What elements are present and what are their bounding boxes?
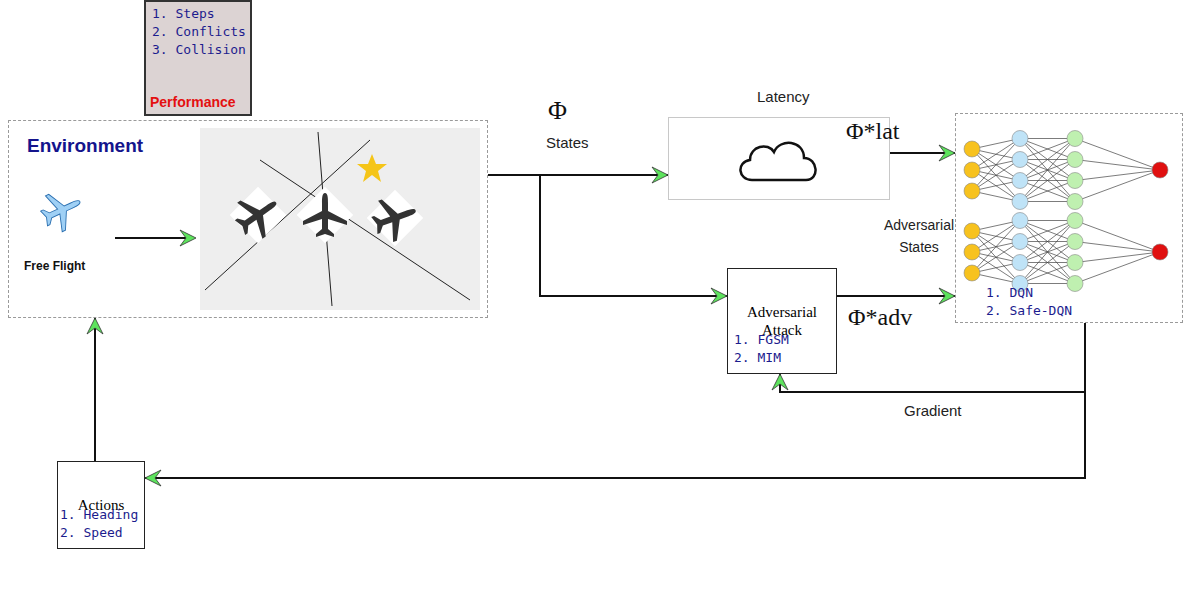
airspace-lines [205,132,470,306]
arrowhead [87,318,103,334]
node-text: 2. Speed [60,524,123,542]
aircraft [227,184,423,246]
arrowhead [939,145,955,161]
neural-networks [964,131,1168,292]
attack-box: Adversarial Attack1. FGSM2. MIM [727,268,837,374]
scene-ground [200,128,480,310]
connector [837,295,955,297]
arrowhead [652,167,668,183]
network-panel: 1. DQN2. Safe-DQN [955,113,1183,323]
node-title: Environment [27,135,143,157]
performance-box: 1. Steps2. Conflicts3. CollisionPerforma… [144,0,252,116]
free-flight-plane [36,184,89,237]
arrowhead [711,288,727,304]
node-title: 1. Steps [152,5,244,23]
edge-label: Gradient [902,402,964,419]
arrowhead [939,288,955,304]
edge-label: Φ*adv [848,304,912,331]
node-text: 2. Conflicts [152,23,244,41]
free-flight-arrow [115,230,196,246]
connector [145,323,1085,478]
node-text: Performance [150,94,236,110]
annotation: Φ [548,96,567,126]
connector [488,175,727,296]
annotation: Adversarial States [884,214,954,258]
node-text: 3. Collision [152,41,244,59]
node-text: Free Flight [24,259,85,273]
environment-panel: EnvironmentFree Flight [8,120,488,318]
node-title: 1. DQN [986,284,1033,302]
arrowhead [772,374,788,390]
actions-box: Actions1. Heading2. Speed [57,461,145,549]
node-title: Latency [757,88,810,105]
annotation: States [546,134,589,151]
goal-star [357,154,387,182]
node-text: 1. FGSM [734,331,789,349]
node-text: 1. Heading [60,506,138,524]
arrowhead [145,470,161,486]
connector [94,318,96,461]
cloud-icon [740,143,815,180]
node-text: 2. Safe-DQN [986,302,1072,320]
node-text: 2. MIM [734,349,781,367]
edge-label: Φ*lat [846,118,900,145]
